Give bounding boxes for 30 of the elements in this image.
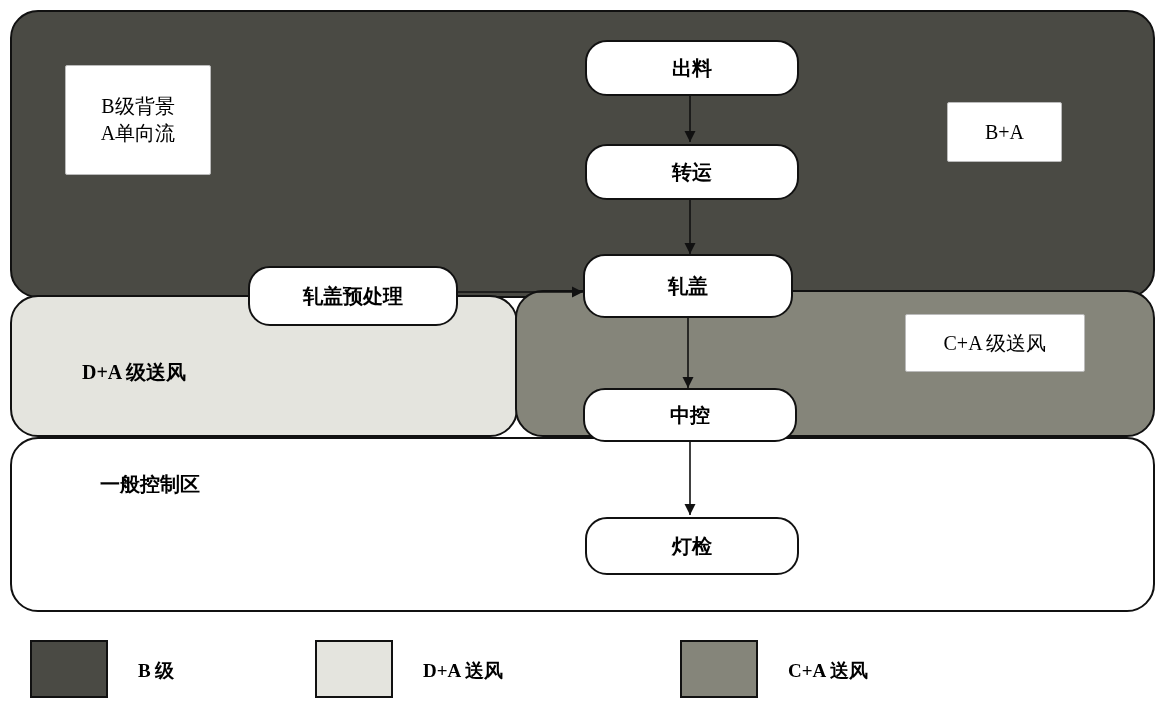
process-box — [583, 388, 797, 442]
arrow — [682, 317, 694, 389]
label-box — [65, 65, 211, 175]
label-box — [905, 314, 1085, 372]
step-label: 转运 — [672, 159, 712, 185]
arrow — [457, 286, 584, 298]
step-label: 灯检 — [672, 533, 712, 559]
step-label: 轧盖预处理 — [303, 283, 403, 309]
process-box — [585, 40, 799, 96]
step-label: 中控 — [670, 402, 710, 428]
zone-label: B级背景 — [101, 94, 175, 119]
step-label: 轧盖 — [668, 273, 708, 299]
legend-label: B 级 — [138, 659, 175, 683]
legend-label: D+A 送风 — [423, 659, 503, 683]
arrow — [684, 93, 696, 143]
process-box — [583, 254, 793, 318]
process-box — [248, 266, 458, 326]
label-box — [947, 102, 1062, 162]
arrow — [684, 197, 696, 255]
zone-label: A单向流 — [100, 121, 176, 146]
zone-label: D+A 级送风 — [82, 360, 187, 385]
zone-band — [10, 437, 1155, 612]
zone-label: C+A 级送风 — [943, 330, 1047, 356]
process-box — [585, 144, 799, 200]
zone-label: 一般控制区 — [100, 472, 200, 497]
arrow — [684, 441, 696, 516]
step-label: 出料 — [672, 55, 712, 81]
legend-label: C+A 送风 — [788, 659, 868, 683]
zone-label: B+A — [984, 120, 1025, 144]
process-box — [585, 517, 799, 575]
